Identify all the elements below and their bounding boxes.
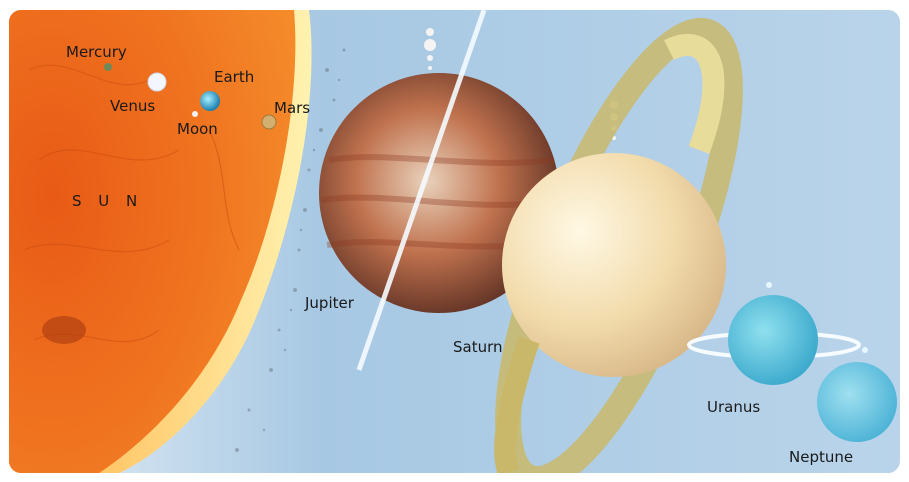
neptune-moon (862, 347, 868, 353)
neptune-planet (817, 362, 897, 442)
uranus-moon (766, 282, 772, 288)
sunspot (42, 316, 86, 344)
sun-label: S U N (72, 194, 143, 209)
uranus-planet (728, 295, 818, 385)
saturn-label: Saturn (453, 340, 503, 355)
jupiter-label: Jupiter (305, 296, 354, 311)
mercury-planet (104, 63, 112, 71)
mars-planet (262, 115, 276, 129)
earth-planet (200, 91, 220, 111)
moon-label: Moon (177, 122, 218, 137)
moon-body (192, 111, 198, 117)
venus-label: Venus (110, 99, 155, 114)
mercury-label: Mercury (66, 45, 127, 60)
uranus-label: Uranus (707, 400, 760, 415)
neptune-label: Neptune (789, 450, 853, 465)
solar-system-artwork (9, 10, 900, 473)
mars-label: Mars (274, 101, 310, 116)
venus-planet (148, 73, 166, 91)
earth-label: Earth (214, 70, 254, 85)
solar-system-illustration: Mercury Venus Earth Moon Mars S U N Jupi… (9, 10, 900, 473)
